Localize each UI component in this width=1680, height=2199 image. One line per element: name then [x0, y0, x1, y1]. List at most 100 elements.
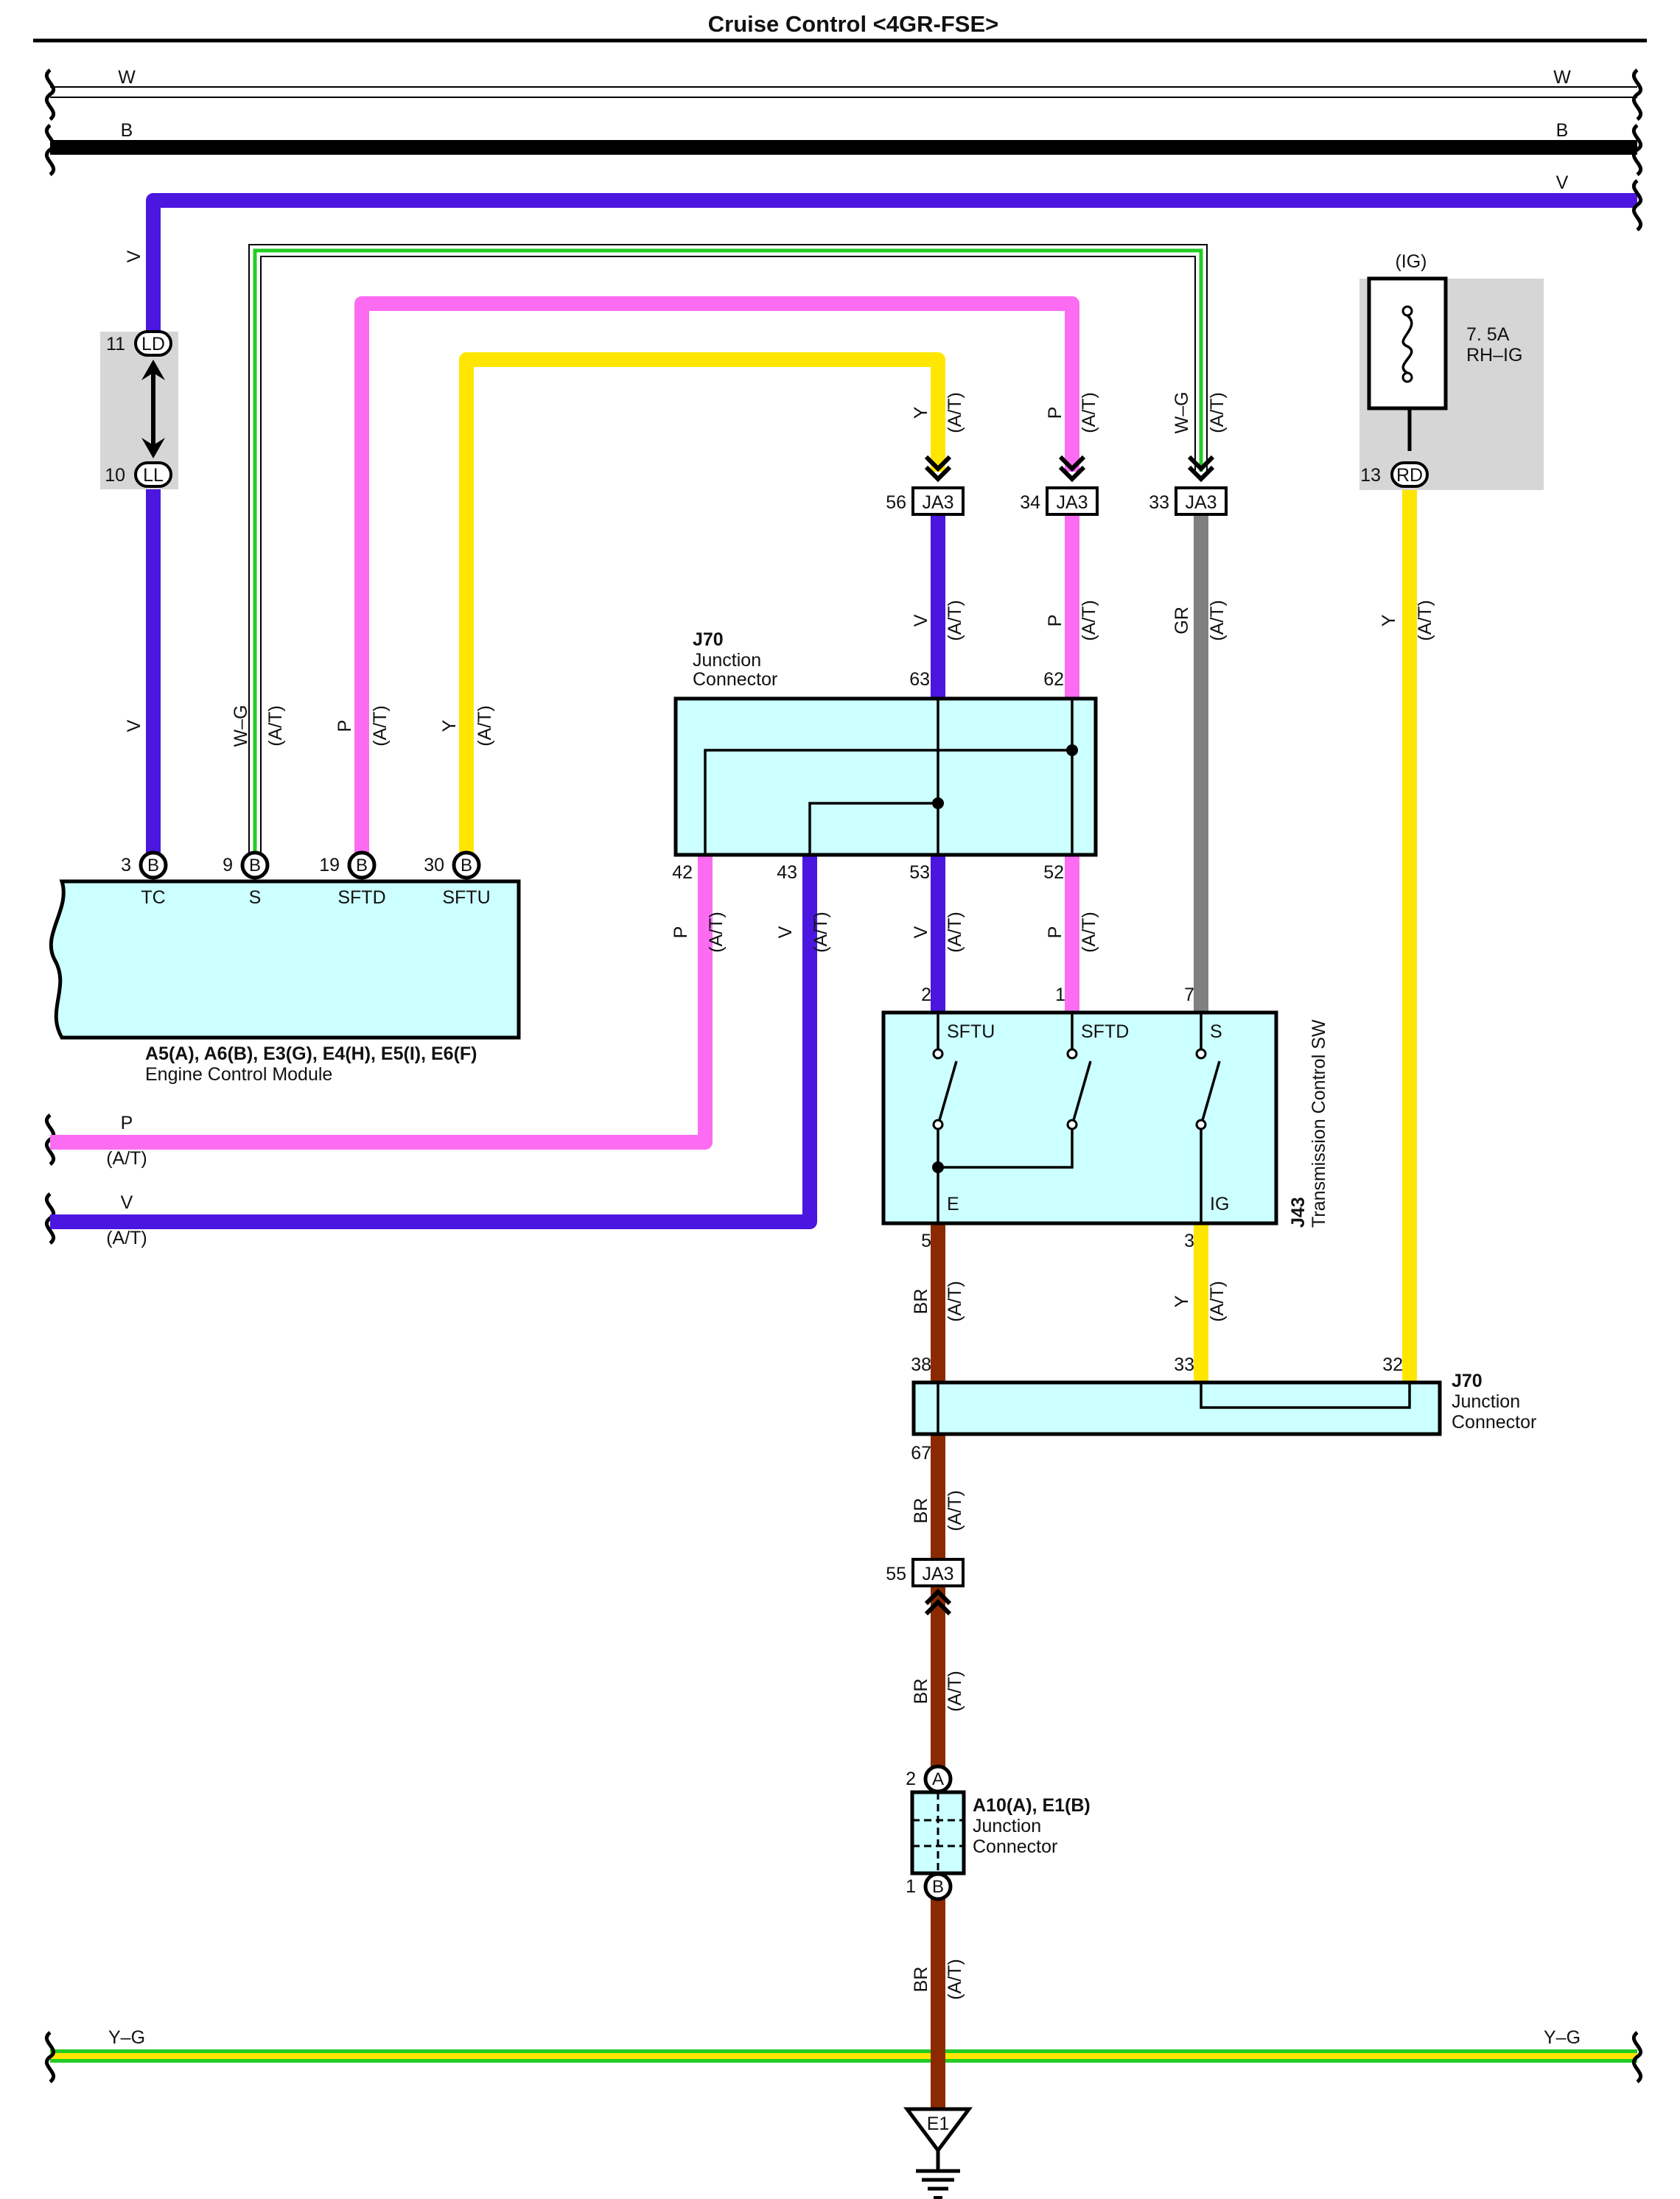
transmission-control-sw: SFTU SFTD S E IG 2 1 7 5 3 J43 Transmiss… — [881, 985, 1329, 1251]
ld-ll-link-arrow — [141, 360, 165, 458]
svg-text:(A/T): (A/T) — [1079, 600, 1099, 641]
svg-text:(A/T): (A/T) — [1415, 600, 1435, 641]
svg-text:B: B — [932, 1877, 944, 1897]
svg-text:34: 34 — [1020, 492, 1040, 513]
svg-text:33: 33 — [1174, 1354, 1194, 1375]
bus-yg: Y–G Y–G — [50, 2027, 1637, 2063]
svg-text:(A/T): (A/T) — [945, 392, 965, 433]
svg-text:P: P — [1045, 926, 1065, 939]
svg-text:Y: Y — [439, 719, 460, 732]
svg-text:(A/T): (A/T) — [945, 1959, 965, 2000]
svg-text:62: 62 — [1043, 669, 1064, 690]
svg-text:53: 53 — [909, 862, 930, 883]
svg-text:V: V — [911, 614, 931, 626]
svg-text:P: P — [671, 926, 691, 939]
diagram-title: Cruise Control <4GR-FSE> — [708, 11, 998, 37]
svg-text:Transmission Control SW: Transmission Control SW — [1309, 1019, 1329, 1228]
svg-text:Connector: Connector — [973, 1836, 1057, 1857]
svg-text:Y: Y — [1172, 1295, 1192, 1307]
ja3-34: JA3 34 — [1020, 455, 1099, 516]
svg-text:(A/T): (A/T) — [1207, 600, 1228, 641]
svg-text:E: E — [947, 1194, 959, 1214]
svg-text:B: B — [356, 856, 368, 875]
svg-text:Connector: Connector — [693, 669, 777, 690]
svg-text:E1: E1 — [927, 2114, 950, 2134]
wire-p-sftd — [354, 296, 1079, 859]
svg-text:(A/T): (A/T) — [945, 600, 965, 641]
bus-w: W W — [50, 67, 1637, 98]
svg-text:B: B — [147, 856, 159, 875]
ecm-pin-sftu: B 30 SFTU — [424, 850, 491, 908]
svg-text:BR: BR — [911, 1498, 931, 1524]
svg-text:3: 3 — [1184, 1231, 1194, 1251]
svg-text:(A/T): (A/T) — [1079, 392, 1099, 433]
svg-text:B: B — [1556, 120, 1569, 141]
ground-e1: E1 — [903, 2107, 973, 2199]
connector-ld: LD 11 — [106, 330, 172, 357]
svg-text:Junction: Junction — [693, 650, 761, 671]
wire-y-sftu — [459, 352, 945, 859]
svg-text:(A/T): (A/T) — [945, 912, 965, 953]
svg-text:19: 19 — [319, 855, 340, 875]
svg-text:BR: BR — [911, 1289, 931, 1315]
svg-text:1: 1 — [906, 1876, 916, 1897]
svg-text:P: P — [1045, 615, 1065, 627]
svg-text:Connector: Connector — [1452, 1412, 1536, 1433]
svg-text:33: 33 — [1149, 492, 1169, 513]
svg-text:IG: IG — [1210, 1194, 1229, 1214]
connector-rd: RD 13 — [1360, 461, 1429, 488]
svg-text:(A/T): (A/T) — [945, 1671, 965, 1712]
svg-text:JA3: JA3 — [1056, 492, 1088, 513]
j70-junction-connector-top: J70 Junction Connector 63 62 42 43 53 52 — [672, 629, 1098, 883]
svg-text:Junction: Junction — [1452, 1391, 1520, 1412]
svg-text:(A/T): (A/T) — [475, 705, 495, 747]
svg-text:V: V — [121, 1192, 133, 1213]
svg-text:V: V — [1556, 172, 1569, 193]
svg-text:(A/T): (A/T) — [106, 1148, 147, 1169]
svg-text:Y–G: Y–G — [1544, 2027, 1581, 2048]
svg-text:(A/T): (A/T) — [106, 1228, 147, 1248]
svg-text:TC: TC — [141, 887, 165, 908]
svg-text:(IG): (IG) — [1395, 251, 1427, 272]
svg-text:A5(A), A6(B), E3(G), E4(H), E5: A5(A), A6(B), E3(G), E4(H), E5(I), E6(F) — [145, 1043, 477, 1064]
svg-text:(A/T): (A/T) — [945, 1490, 965, 1531]
svg-text:V: V — [124, 719, 144, 732]
j70-junction-connector-bottom: 38 33 32 67 J70 Junction Connector — [911, 1354, 1536, 1464]
svg-text:38: 38 — [911, 1354, 931, 1375]
svg-text:Y: Y — [1379, 614, 1399, 626]
svg-text:V: V — [775, 926, 796, 938]
svg-text:W–G: W–G — [1172, 392, 1192, 434]
svg-text:P: P — [121, 1113, 133, 1133]
svg-text:SFTD: SFTD — [337, 887, 385, 908]
junction-connector-a10: A 2 B 1 A10(A), E1(B) Junction Connector — [906, 1764, 1091, 1901]
svg-text:B: B — [121, 120, 133, 141]
svg-text:SFTU: SFTU — [442, 887, 490, 908]
ja3-56: JA3 56 — [886, 455, 965, 516]
svg-text:P: P — [1045, 407, 1065, 419]
svg-text:3: 3 — [121, 855, 131, 875]
svg-text:1: 1 — [1055, 985, 1065, 1005]
svg-text:A: A — [932, 1769, 944, 1789]
wire-p-42 — [50, 855, 713, 1150]
svg-text:Y–G: Y–G — [108, 2027, 145, 2048]
svg-text:32: 32 — [1382, 1354, 1403, 1375]
wire-v-43 — [50, 855, 817, 1229]
ecm-pin-s: B 9 S — [223, 850, 270, 908]
svg-text:S: S — [1210, 1021, 1222, 1042]
svg-text:43: 43 — [777, 862, 797, 883]
svg-text:Engine Control Module: Engine Control Module — [145, 1064, 332, 1085]
svg-text:11: 11 — [106, 334, 125, 354]
wire-labels: V V W–G (A/T) P (A/T) Y (A/T) Y (A/T) P … — [124, 250, 1435, 1999]
wire-w-g — [248, 244, 1208, 859]
svg-text:W: W — [118, 67, 136, 88]
svg-text:RD: RD — [1396, 465, 1423, 486]
svg-text:(A/T): (A/T) — [945, 1281, 965, 1322]
svg-text:RH–IG: RH–IG — [1466, 345, 1522, 366]
engine-control-module: A5(A), A6(B), E3(G), E4(H), E5(I), E6(F)… — [49, 879, 521, 1085]
bus-b: B B — [50, 120, 1637, 155]
fuse-7-5a: (IG) 7. 5A RH–IG — [1367, 251, 1522, 451]
svg-text:V: V — [911, 926, 931, 938]
svg-text:2: 2 — [906, 1769, 916, 1789]
svg-text:J70: J70 — [1452, 1371, 1483, 1391]
